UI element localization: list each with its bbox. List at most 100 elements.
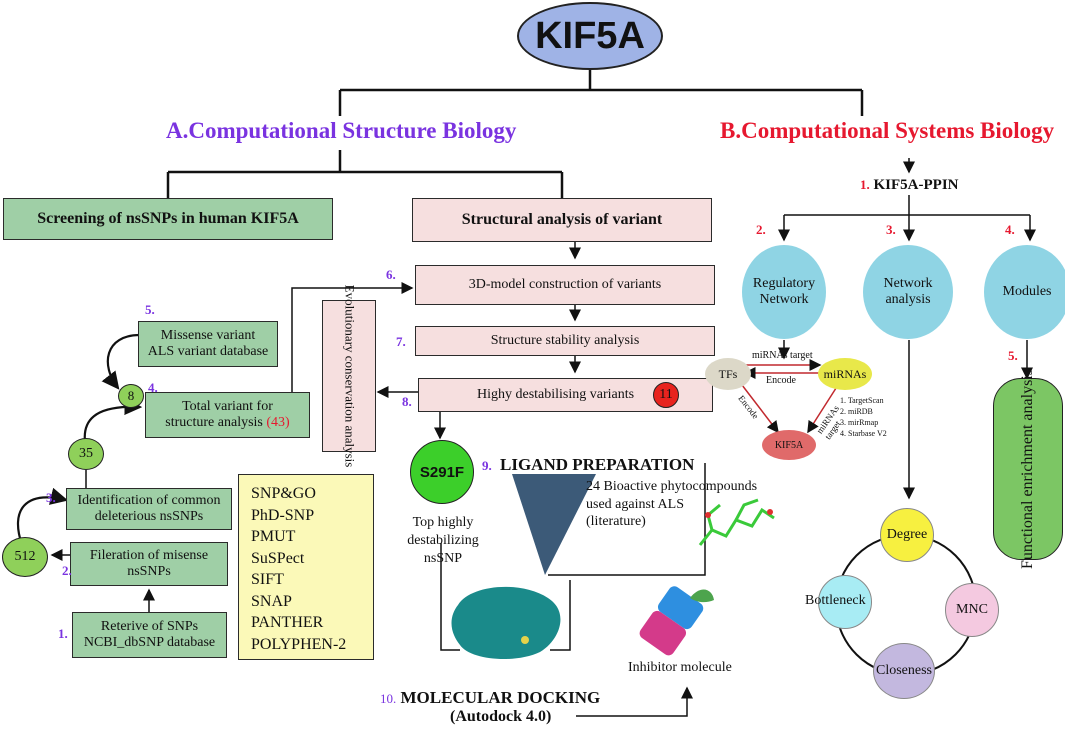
section-b-number: B. <box>720 118 742 143</box>
tool-item: SIFT <box>251 571 284 588</box>
tfs-node: TFs <box>705 358 751 390</box>
tool-item: PhD-SNP <box>251 506 315 524</box>
step-b3: 3. <box>886 222 896 237</box>
stability-box: Structure stability analysis <box>415 326 715 356</box>
modules-circle: Modules <box>984 245 1065 339</box>
missense-line1: Missense variant <box>160 327 256 343</box>
count-35-circle: 35 <box>68 438 104 470</box>
regulatory-line1: Regulatory <box>752 276 816 291</box>
step-10: 10. <box>380 691 397 706</box>
s291f-caption-line1: Top highly destabilizing <box>407 515 479 549</box>
step-4: 4. <box>148 380 158 395</box>
ligand-desc-line1: 24 Bioactive phytocompounds <box>586 479 758 494</box>
ligand-description: 24 Bioactive phytocompounds used against… <box>586 478 757 531</box>
title-node: KIF5A <box>517 2 663 70</box>
count-8-circle: 8 <box>118 384 144 408</box>
total-count: (43) <box>266 415 290 430</box>
filter-line1: Fileration of misense <box>89 547 209 563</box>
structural-analysis-box: Structural analysis of variant <box>412 198 712 242</box>
s291f-caption: Top highly destabilizing nsSNP <box>378 514 508 569</box>
protein-structure-icon <box>451 586 561 660</box>
mirnas-target-label: miRNAs target <box>752 350 813 361</box>
section-a-number: A. <box>166 118 189 143</box>
retrieve-line2: NCBI_dbSNP database <box>83 635 216 650</box>
step-6: 6. <box>386 267 396 282</box>
tool-item: PMUT <box>251 528 296 545</box>
step-9: 9. <box>482 458 492 473</box>
db-item: 1. TargetScan <box>840 396 884 405</box>
step-3: 3. <box>46 490 56 505</box>
step-b1: 1. <box>860 177 870 192</box>
tool-item: PANTHER <box>251 614 324 631</box>
db-item: 4. Starbase V2 <box>840 429 887 438</box>
screening-box: Screening of nsSNPs in human KIF5A <box>3 198 333 240</box>
identify-line2: deleterious nsSNPs <box>94 509 204 524</box>
step-5: 5. <box>145 302 155 317</box>
degree-node: Degree <box>880 508 934 562</box>
section-b-heading: B.Computational Systems Biology <box>720 118 1054 144</box>
bottleneck-node <box>818 575 872 629</box>
retrieve-line1: Reterive of SNPs <box>100 618 199 634</box>
ligand-heading: LIGAND PREPARATION <box>500 455 695 474</box>
tool-item: SNAP <box>251 592 292 610</box>
db-item: 2. miRDB <box>840 407 873 416</box>
mnc-node: MNC <box>945 583 999 637</box>
section-a-label: Computational Structure Biology <box>188 118 517 143</box>
ligand-desc-line3: (literature) <box>586 514 646 529</box>
network-line2: analysis <box>885 292 931 307</box>
section-a-heading: A.Computational Structure Biology <box>166 118 516 144</box>
destabilising-label: Highy destabilising variants <box>477 387 635 402</box>
tool-item: SNP&GO <box>251 485 316 502</box>
step-7: 7. <box>396 334 406 349</box>
step-1: 1. <box>58 626 68 641</box>
funnel-shape <box>512 474 596 575</box>
total-line1: Total variant for <box>182 398 273 414</box>
tool-item: SuSPect <box>251 549 305 567</box>
ligand-desc-line2: used against ALS <box>586 496 684 512</box>
count-512-circle: 512 <box>2 537 48 577</box>
model-construction-box: 3D-model construction of variants <box>415 265 715 305</box>
missense-line2: ALS variant database <box>147 344 269 359</box>
capsule-icon <box>639 586 704 656</box>
identify-line1: Identification of common <box>77 492 221 508</box>
destabilising-count-badge: 11 <box>653 382 679 408</box>
docking-sub: (Autodock 4.0) <box>450 708 552 725</box>
section-b-label: Computational Systems Biology <box>741 118 1055 143</box>
network-line1: Network <box>883 276 933 291</box>
enrichment-label: Functional enrichment analysis <box>1019 369 1037 569</box>
evolutionary-conservation-box: Evolutionary conservation analysis <box>322 285 376 467</box>
kif5a-node: KIF5A <box>762 430 816 460</box>
ppin-heading: 1. KIF5A-PPIN <box>860 177 959 194</box>
docking-label: MOLECULAR DOCKING <box>400 688 601 707</box>
bottleneck-label: Bottleneck <box>805 593 866 608</box>
total-line2: structure analysis <box>165 415 263 430</box>
db-item: 3. mirRmap <box>840 418 879 427</box>
ppin-label: KIF5A-PPIN <box>873 177 959 193</box>
s291f-circle: S291F <box>410 440 474 504</box>
step-b2: 2. <box>756 222 766 237</box>
tool-item: POLYPHEN-2 <box>251 635 347 653</box>
mirnas-node: miRNAs <box>818 358 872 390</box>
functional-enrichment-box: Functional enrichment analysis <box>993 369 1063 569</box>
regulatory-line2: Network <box>759 292 809 307</box>
database-list: 1. TargetScan 2. miRDB 3. mirRmap 4. Sta… <box>840 395 887 439</box>
s291f-caption-line2: nsSNP <box>423 551 463 567</box>
encode-label: Encode <box>766 375 796 386</box>
closeness-node: Closeness <box>873 643 935 699</box>
step-b5: 5. <box>1008 348 1018 363</box>
evolution-label: Evolutionary conservation analysis <box>342 284 357 468</box>
step-2: 2. <box>62 563 72 578</box>
prediction-tools-box: SNP&GO PhD-SNP PMUT SuSPect SIFT SNAP PA… <box>238 474 374 660</box>
step-b4: 4. <box>1005 222 1015 237</box>
docking-heading: 10. MOLECULAR DOCKING <box>380 688 600 708</box>
inhibitor-label: Inhibitor molecule <box>628 660 732 675</box>
molecule-icon <box>698 498 775 546</box>
step-8: 8. <box>402 394 412 409</box>
